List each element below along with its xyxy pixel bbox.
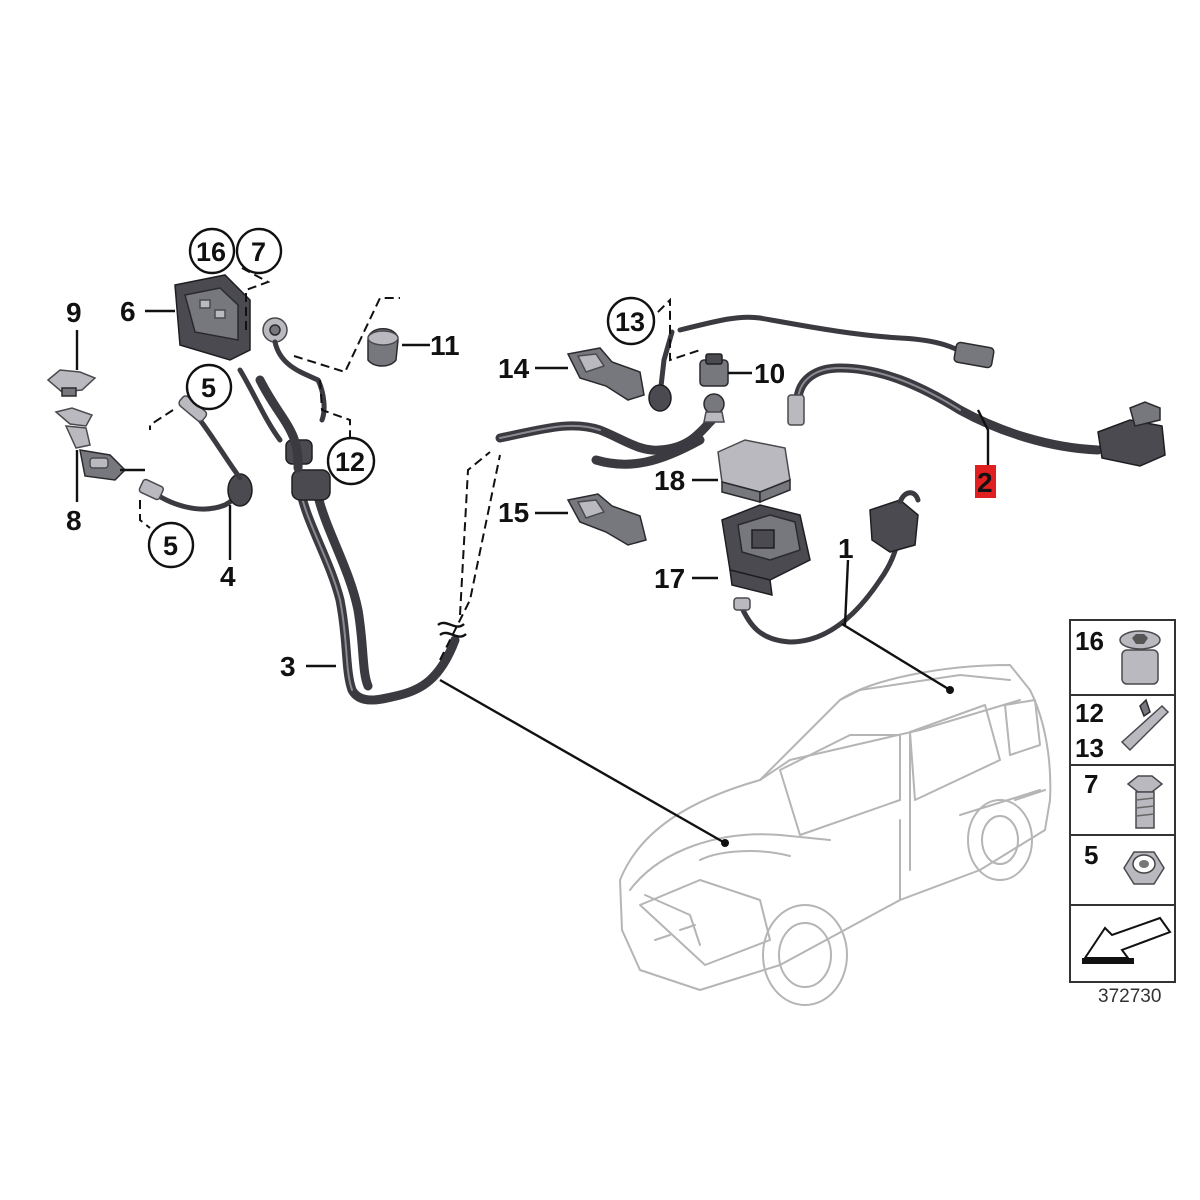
direction-arrow-icon: [1082, 916, 1172, 964]
cable-1: [733, 490, 921, 645]
torx-bolt-icon: [1119, 630, 1161, 685]
callout-17: 17: [654, 563, 685, 594]
callout-4: 4: [220, 561, 236, 592]
callout-labels: 9 6 8 4 11 3 14 10 18 15 17 1 2: [66, 296, 996, 682]
legend-num-7: 7: [1084, 769, 1098, 799]
callout-14: 14: [498, 353, 530, 384]
cover-18: [717, 439, 791, 504]
legend-num-12: 12: [1075, 698, 1104, 728]
terminal-block-6: [174, 274, 251, 361]
callout-7: 7: [251, 237, 266, 267]
callout-1: 1: [838, 533, 854, 564]
callout-16: 16: [196, 237, 226, 267]
bracket-15: [566, 493, 647, 546]
callout-11: 11: [430, 330, 460, 361]
cable-positive: [495, 384, 725, 469]
cable-13-harness: [657, 314, 995, 398]
callout-5-upper: 5: [201, 373, 216, 403]
diagram-id: 372730: [1098, 986, 1161, 1007]
circled-callouts: 16 7 5 5 12 13: [147, 227, 656, 569]
legend-num-5: 5: [1084, 840, 1098, 870]
callout-12: 12: [335, 447, 365, 477]
bracket-14: [566, 347, 645, 401]
terminal-10: [699, 353, 729, 387]
callout-2-highlight: [975, 465, 996, 498]
cable-4: [138, 395, 253, 512]
terminal-11: [367, 328, 399, 367]
clip-9: [46, 369, 97, 397]
bracket-8: [54, 407, 145, 481]
bolt-terminal-cable: [262, 317, 327, 423]
callout-2: 2: [977, 467, 993, 498]
fuse-box-17: [721, 504, 811, 596]
dashed-brackets: [139, 267, 701, 661]
cable-3: [237, 367, 460, 705]
car-outline: [619, 664, 1052, 1006]
callout-9: 9: [66, 297, 82, 328]
cable-3-dashed-extension: [459, 451, 491, 616]
cable-tie-icon: [1120, 698, 1170, 752]
callout-18: 18: [654, 465, 685, 496]
callout-3: 3: [280, 651, 296, 682]
hex-nut-icon: [1123, 851, 1165, 885]
callout-6: 6: [120, 296, 136, 327]
callout-8: 8: [66, 505, 82, 536]
hardware-legend: 16 12 13 7 5: [1069, 619, 1176, 983]
legend-num-13: 13: [1075, 733, 1104, 763]
legend-num-16: 16: [1075, 626, 1104, 656]
callout-5-lower: 5: [163, 531, 178, 561]
cable-2: [787, 363, 1166, 467]
callout-15: 15: [498, 497, 529, 528]
leader-lines: [75, 309, 990, 847]
callout-13: 13: [615, 307, 645, 337]
hex-bolt-icon: [1126, 775, 1164, 829]
callout-10: 10: [754, 358, 785, 389]
